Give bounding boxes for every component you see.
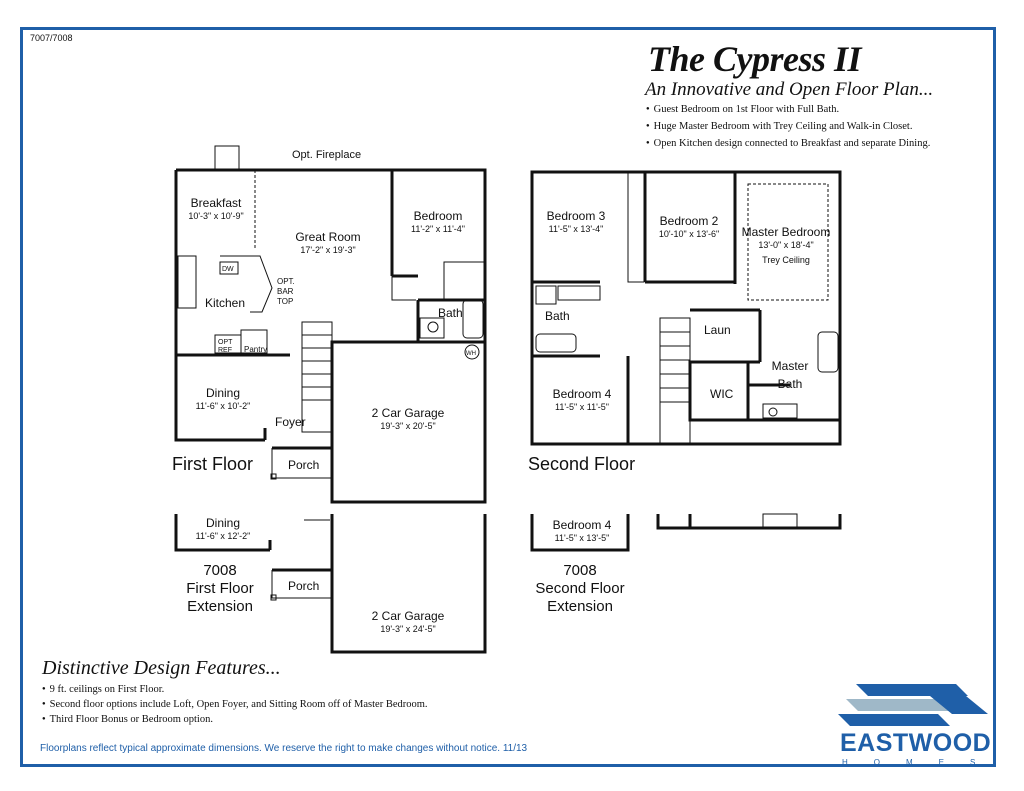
ext-garage-label: 2 Car Garage <box>372 609 445 623</box>
ext2-extension-label: Extension <box>547 598 613 615</box>
garage-label: 2 Car Garage <box>372 406 445 420</box>
master-bedroom-label: Master Bedroom <box>742 225 831 239</box>
features-list: 9 ft. ceilings on First Floor. Second fl… <box>42 682 428 727</box>
dining-dims: 11'-6" x 10'-2" <box>196 401 251 411</box>
first-floor-plan <box>174 145 487 504</box>
plan-code: 7007/7008 <box>30 33 73 43</box>
second-floor-extension-plan <box>530 513 842 552</box>
ext1-code-label: 7008 <box>203 562 236 579</box>
fireplace-label: Opt. Fireplace <box>292 149 361 161</box>
bedroom2-label: Bedroom 2 <box>660 214 719 228</box>
dining-label: Dining <box>206 386 240 400</box>
feature-item: Third Floor Bonus or Bedroom option. <box>42 712 428 727</box>
ext-dining-label: Dining <box>206 516 240 530</box>
foyer-label: Foyer <box>275 415 306 429</box>
feature-item: 9 ft. ceilings on First Floor. <box>42 682 428 697</box>
bar-label: BAR <box>277 287 294 296</box>
master-bedroom-dims: 13'-0" x 18'-4" <box>758 240 813 250</box>
page-frame <box>20 27 996 767</box>
highlight-item: Guest Bedroom on 1st Floor with Full Bat… <box>646 101 930 118</box>
ext1-floor-label: First Floor <box>186 580 254 597</box>
wic-label: WIC <box>710 387 734 401</box>
first-floor-heading: First Floor <box>172 454 253 474</box>
ext2-code-label: 7008 <box>563 562 596 579</box>
chimney <box>214 145 240 171</box>
ext-bedroom4-label: Bedroom 4 <box>553 518 612 532</box>
highlight-item: Open Kitchen design connected to Breakfa… <box>646 135 931 152</box>
bedroom3-dims: 11'-5" x 13'-4" <box>549 224 604 234</box>
first-bath-label: Bath <box>438 306 463 320</box>
first-bedroom-label: Bedroom <box>414 209 463 223</box>
eastwood-logo-icon <box>838 684 988 726</box>
bedroom3-label: Bedroom 3 <box>547 209 606 223</box>
feature-item: Second floor options include Loft, Open … <box>42 697 428 712</box>
plan-title: The Cypress II <box>648 39 862 79</box>
ext-garage-dims: 19'-3" x 24'-5" <box>380 624 435 634</box>
second-floor-heading: Second Floor <box>528 454 635 474</box>
dw-label: DW <box>222 266 234 273</box>
highlights-list: Guest Bedroom on 1st Floor with Full Bat… <box>646 101 931 152</box>
bedroom4-label: Bedroom 4 <box>553 387 612 401</box>
master-bath-label: Master <box>772 359 809 373</box>
ext-dining-dims: 11'-6" x 12'-2" <box>196 531 251 541</box>
opt-bar-label: OPT. <box>277 277 295 286</box>
laundry-label: Laun <box>704 323 731 337</box>
ext-porch-label: Porch <box>288 579 319 593</box>
highlight-item: Huge Master Bedroom with Trey Ceiling an… <box>646 118 930 135</box>
ext1-extension-label: Extension <box>187 598 253 615</box>
wh-label: WH <box>466 351 476 357</box>
first-bedroom-dims: 11'-2" x 11'-4" <box>411 224 465 234</box>
pantry-label: Pantry <box>244 345 267 354</box>
bedroom2-dims: 10'-10" x 13'-6" <box>659 229 719 239</box>
master-bath-label-2: Bath <box>778 377 803 391</box>
disclaimer-text: Floorplans reflect typical approximate d… <box>40 743 528 754</box>
plan-subtitle: An Innovative and Open Floor Plan... <box>645 79 934 100</box>
second-bath-label: Bath <box>545 309 570 323</box>
great-room-dims: 17'-2" x 19'-3" <box>300 245 355 255</box>
ext2-floor-label: Second Floor <box>535 580 624 597</box>
breakfast-label: Breakfast <box>191 196 242 210</box>
trey-ceiling-label: Trey Ceiling <box>762 255 810 265</box>
eastwood-logo-sub: HOMES <box>842 758 1002 767</box>
second-floor-plan <box>530 170 842 446</box>
porch-label: Porch <box>288 458 319 472</box>
opt-ref-label: OPT <box>218 339 233 346</box>
garage-dims: 19'-3" x 20'-5" <box>380 421 435 431</box>
great-room-label: Great Room <box>295 230 360 244</box>
first-floor-extension-plan <box>174 514 487 654</box>
bedroom4-dims: 11'-5" x 11'-5" <box>555 402 609 412</box>
top-label: TOP <box>277 297 293 306</box>
ref-label: REF <box>218 347 232 354</box>
features-title: Distinctive Design Features... <box>42 657 281 679</box>
ext-bedroom4-dims: 11'-5" x 13'-5" <box>555 533 610 543</box>
kitchen-label: Kitchen <box>205 296 245 310</box>
breakfast-dims: 10'-3" x 10'-9" <box>188 211 243 221</box>
eastwood-logo-word: EASTWOOD <box>840 729 992 757</box>
